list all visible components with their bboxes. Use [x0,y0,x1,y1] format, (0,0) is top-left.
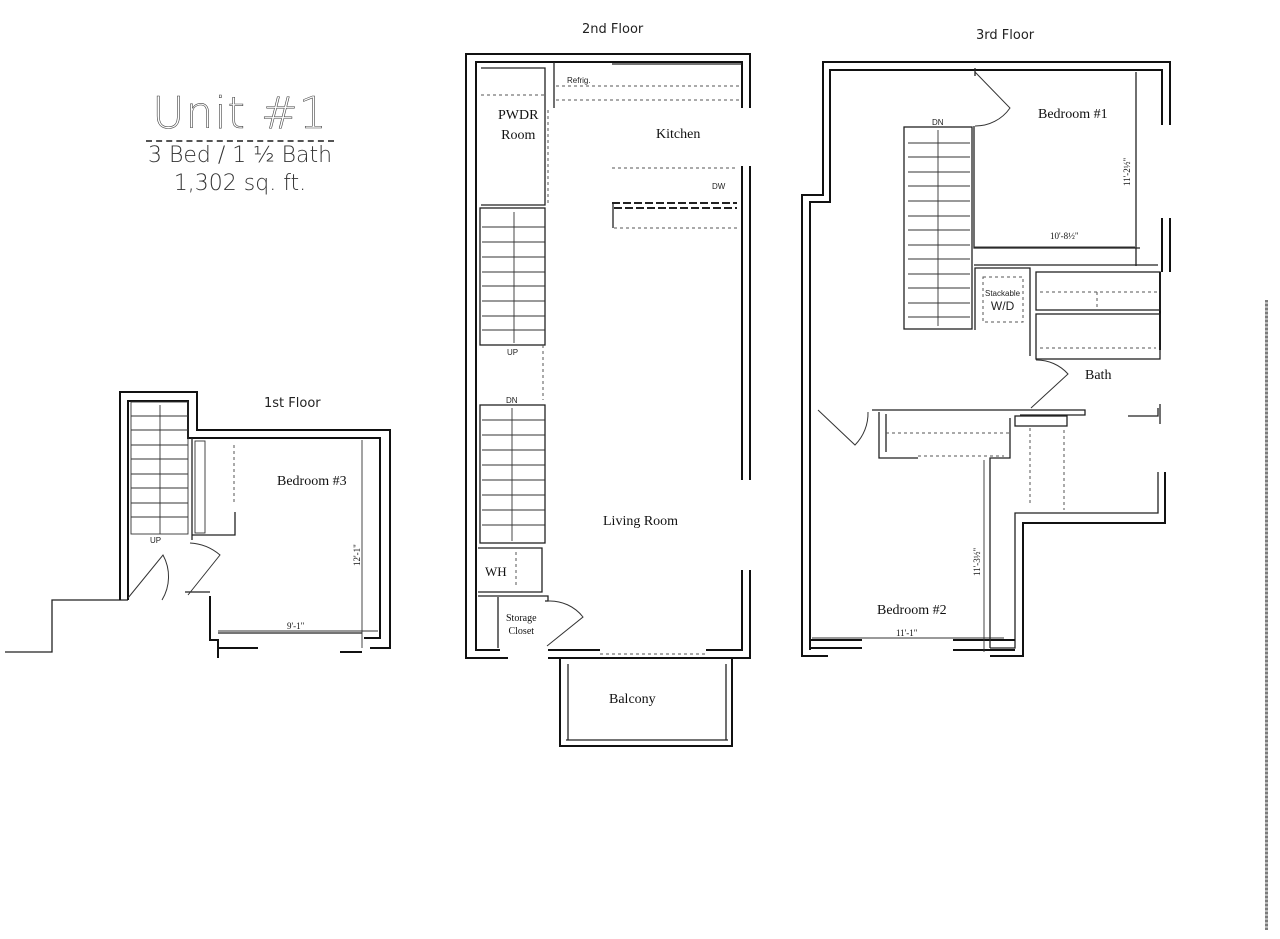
third-floor-title: 3rd Floor [976,28,1035,43]
second-floor-title: 2nd Floor [582,22,644,37]
storage-closet-line1: Storage [506,613,537,624]
powder-room-line2: Room [501,128,536,143]
second-floor-plan [465,53,751,747]
third-floor-plan [801,61,1171,657]
square-footage-text: 1,302 sq. ft. [173,171,307,196]
storage-closet-line2: Closet [508,626,535,637]
stairs-down-label-3: DN [932,118,944,127]
room-label-bedroom-3: Bedroom #3 [277,474,347,489]
stairs-down-label-2: DN [506,396,518,405]
unit-title-block: Unit #1 3 Bed / 1 ½ Bath 1,302 sq. ft. [130,88,350,198]
room-label-powder-room: PWDR Room [498,106,538,146]
room-label-bath: Bath [1085,368,1112,383]
washer-dryer-line2: W/D [990,299,1015,313]
powder-room-line1: PWDR [498,108,539,123]
room-label-living-room: Living Room [603,514,679,529]
washer-dryer-line1: Stackable [985,289,1021,298]
refrigerator-label: Refrig. [567,76,591,85]
dimension-bedroom-3-width: 9'-1" [287,621,305,631]
room-label-bedroom-1: Bedroom #1 [1038,107,1108,122]
dimension-bedroom-1-width: 10'-8½" [1050,231,1079,241]
dimension-bedroom-1-height: 11'-2½" [1122,157,1132,186]
unit-title: Unit #1 [146,88,334,142]
stairs-up-label: UP [150,536,162,545]
dishwasher-label: DW [712,182,726,191]
scan-edge-artifact [1265,300,1268,930]
room-label-storage-closet: Storage Closet [506,612,537,638]
beds-baths-text: 3 Bed / 1 ½ Bath [147,143,333,168]
room-label-kitchen: Kitchen [656,127,701,142]
room-label-bedroom-2: Bedroom #2 [877,603,947,618]
first-floor-title: 1st Floor [264,396,321,411]
dimension-bedroom-2-height: 11'-3½" [972,547,982,576]
stairs-up-label-2: UP [507,348,519,357]
dimension-bedroom-2-width: 11'-1" [896,628,918,638]
first-floor-plan [5,391,391,658]
washer-dryer-label: Stackable W/D [985,288,1020,312]
dimension-bedroom-3-height: 12'-1" [352,544,362,566]
room-label-balcony: Balcony [609,692,656,707]
room-label-water-heater: WH [485,564,507,579]
